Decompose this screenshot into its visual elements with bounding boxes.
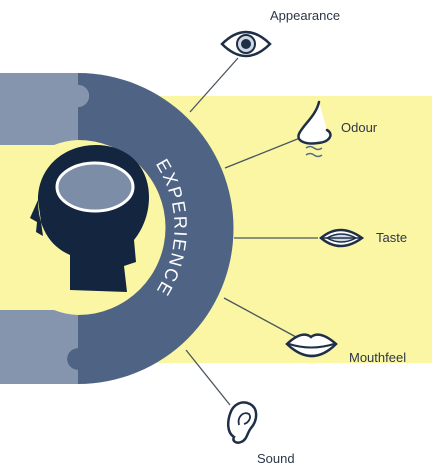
puzzle-piece-top: [0, 73, 89, 145]
tongue-mouth-icon: [319, 228, 365, 248]
label-mouthfeel: Mouthfeel: [349, 350, 407, 365]
label-taste: Taste: [376, 230, 408, 245]
eye-icon: [220, 30, 272, 58]
connector-odour: [224, 137, 301, 169]
label-sound: Sound: [257, 451, 295, 466]
puzzle-piece-bottom: [0, 310, 78, 384]
nose-icon: [297, 100, 332, 158]
label-odour: Odour: [341, 120, 378, 135]
connector-appearance: [189, 57, 239, 113]
connector-sound: [185, 349, 231, 406]
brain-shape: [55, 161, 135, 213]
connector-mouthfeel: [223, 297, 297, 338]
lips-icon: [285, 333, 338, 358]
experience-ring: [67, 73, 234, 384]
ear-icon: [227, 401, 258, 444]
label-appearance: Appearance: [270, 8, 341, 23]
